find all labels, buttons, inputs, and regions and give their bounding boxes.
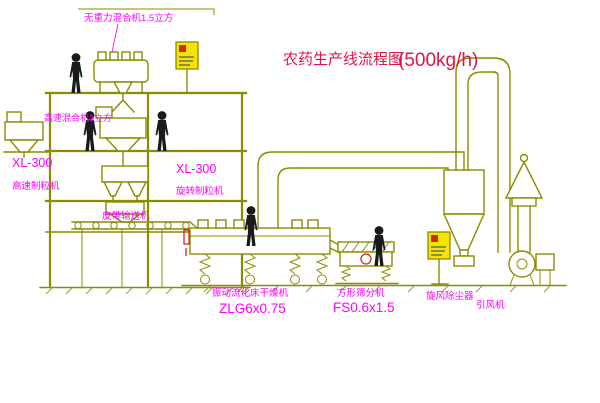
control-panel-bottom <box>427 231 451 285</box>
title-text: 农药生产线流程图 <box>283 51 403 68</box>
stack-rain-cap <box>504 160 544 199</box>
label-leader <box>111 23 119 53</box>
label-rotary-granulator-name: 旋转制粒机 <box>176 185 224 197</box>
label-square-sieve: 方形筛分机 <box>337 287 385 299</box>
label-fan: 引风机 <box>476 299 505 311</box>
panel-indicator-light <box>431 235 438 242</box>
worker-figure <box>155 111 169 151</box>
exhaust-duct <box>257 151 465 229</box>
fan-motor <box>535 253 555 271</box>
induced-draft-fan-line <box>493 57 555 286</box>
label-cyclone: 旋风除尘器 <box>426 290 474 302</box>
panel-indicator-light <box>179 45 186 52</box>
title-capacity: (500kg/h) <box>398 50 478 71</box>
discharge-hopper <box>105 201 145 223</box>
label-left-granulator-name: 高速制粒机 <box>12 180 60 192</box>
label-fluid-bed-dryer: 振动流化床干燥机 <box>212 287 289 299</box>
belt-conveyor <box>71 221 203 287</box>
label-high-speed-mixer: 高速混合机3立方 <box>44 112 112 123</box>
label-square-sieve-model: FS0.6x1.5 <box>333 300 395 315</box>
building-frame <box>39 91 251 295</box>
control-panel-top <box>175 41 199 94</box>
high-speed-mixer <box>95 106 147 167</box>
label-gravity-mixer: 无重力混合机1.5立方 <box>84 12 173 24</box>
ground-line <box>181 284 567 293</box>
left-granulator <box>3 111 49 158</box>
cyclone-separator <box>442 57 495 267</box>
label-fluid-bed-dryer-model: ZLG6x0.75 <box>219 301 286 316</box>
label-rotary-granulator-model: XL-300 <box>176 162 216 176</box>
fluid-bed-dryer <box>183 219 349 285</box>
diagram-title: 农药生产线流程图 (500kg/h) <box>283 50 478 71</box>
labels: 无重力混合机1.5立方 高速混合机3立方 XL-300 高速制粒机 XL-300… <box>12 12 505 316</box>
square-sieve <box>335 241 399 285</box>
label-left-granulator-model: XL-300 <box>12 156 52 170</box>
worker-figure <box>69 53 83 93</box>
label-belt-conveyor: 皮带输送机 <box>102 210 150 222</box>
dryer-feed-inlet <box>183 229 190 245</box>
reference-line <box>78 8 215 15</box>
gravity-free-mixer <box>93 51 149 113</box>
fan-casing <box>508 250 536 278</box>
sieve-vibration-motor <box>360 253 372 265</box>
rotary-granulator <box>101 165 149 203</box>
